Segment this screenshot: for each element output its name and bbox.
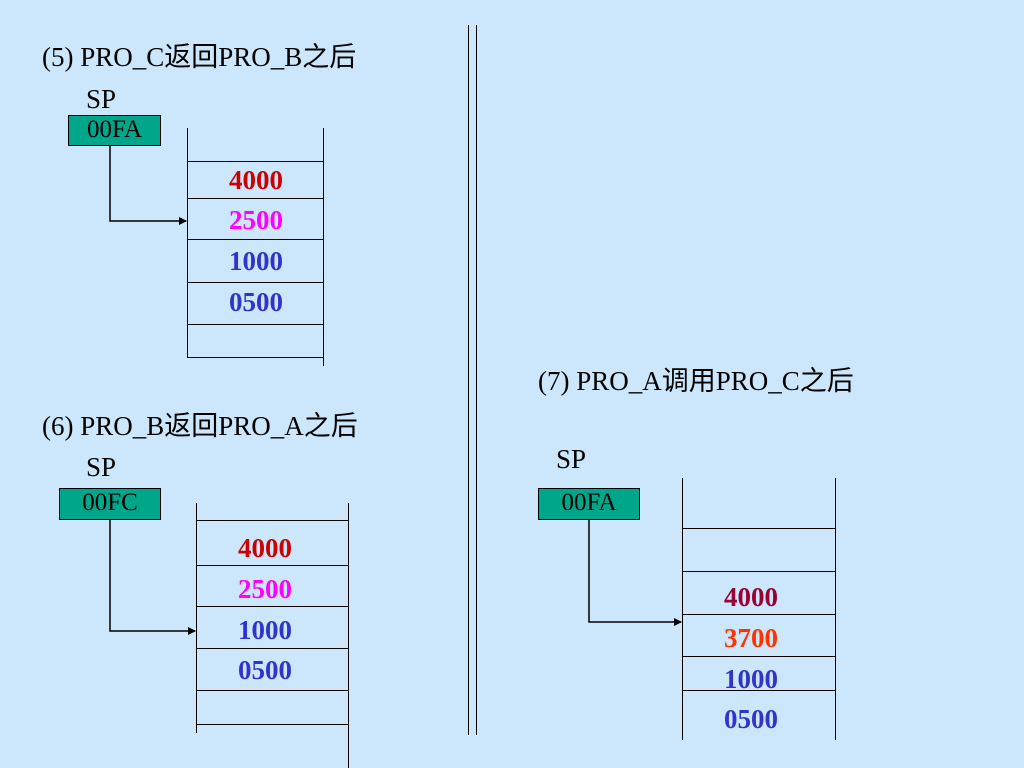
- stack-divider: [187, 282, 324, 283]
- stack-cell: 2500: [238, 574, 292, 604]
- sp-register: 00FC: [59, 488, 161, 520]
- stack-right-border: [348, 503, 349, 768]
- panel-title: (5) PRO_C返回PRO_B之后: [42, 42, 357, 72]
- stack-cell: 1000: [229, 246, 283, 276]
- stack-cell: 1000: [724, 664, 778, 694]
- stack-cell: 0500: [238, 655, 292, 685]
- stack-cell: 2500: [229, 205, 283, 235]
- stack-right-border: [835, 478, 836, 740]
- panel-title: (6) PRO_B返回PRO_A之后: [42, 411, 358, 441]
- stack-cell: 4000: [229, 165, 283, 195]
- stack-divider: [682, 656, 836, 657]
- stack-cell: 4000: [724, 582, 778, 612]
- stack-divider: [196, 724, 349, 725]
- stack-left-border: [196, 503, 197, 733]
- sp-label: SP: [86, 452, 117, 482]
- stack-left-border: [682, 478, 683, 740]
- divider-line-left: [468, 25, 469, 735]
- divider-line-right: [476, 25, 477, 735]
- stack-left-border: [187, 128, 188, 358]
- stack-divider: [682, 571, 836, 572]
- stack-divider: [196, 648, 349, 649]
- panel-title: (7) PRO_A调用PRO_C之后: [538, 366, 854, 396]
- sp-label: SP: [86, 84, 117, 114]
- stack-cell: 0500: [724, 704, 778, 734]
- stack-divider: [196, 606, 349, 607]
- stack-cell: 1000: [238, 615, 292, 645]
- sp-register: 00FA: [68, 115, 161, 146]
- stack-divider: [187, 198, 324, 199]
- stack-divider: [682, 528, 836, 529]
- sp-register: 00FA: [538, 488, 640, 520]
- stack-divider: [682, 690, 836, 691]
- stack-right-border: [323, 128, 324, 366]
- stack-divider: [682, 614, 836, 615]
- stack-divider: [187, 324, 324, 325]
- stack-divider: [187, 239, 324, 240]
- stack-divider: [196, 565, 349, 566]
- stack-cell: 3700: [724, 623, 778, 653]
- stack-divider: [196, 520, 349, 521]
- stack-cell: 4000: [238, 533, 292, 563]
- sp-label: SP: [556, 444, 587, 474]
- stack-divider: [187, 357, 324, 358]
- stack-divider: [187, 161, 324, 162]
- stack-divider: [196, 690, 349, 691]
- stack-cell: 0500: [229, 287, 283, 317]
